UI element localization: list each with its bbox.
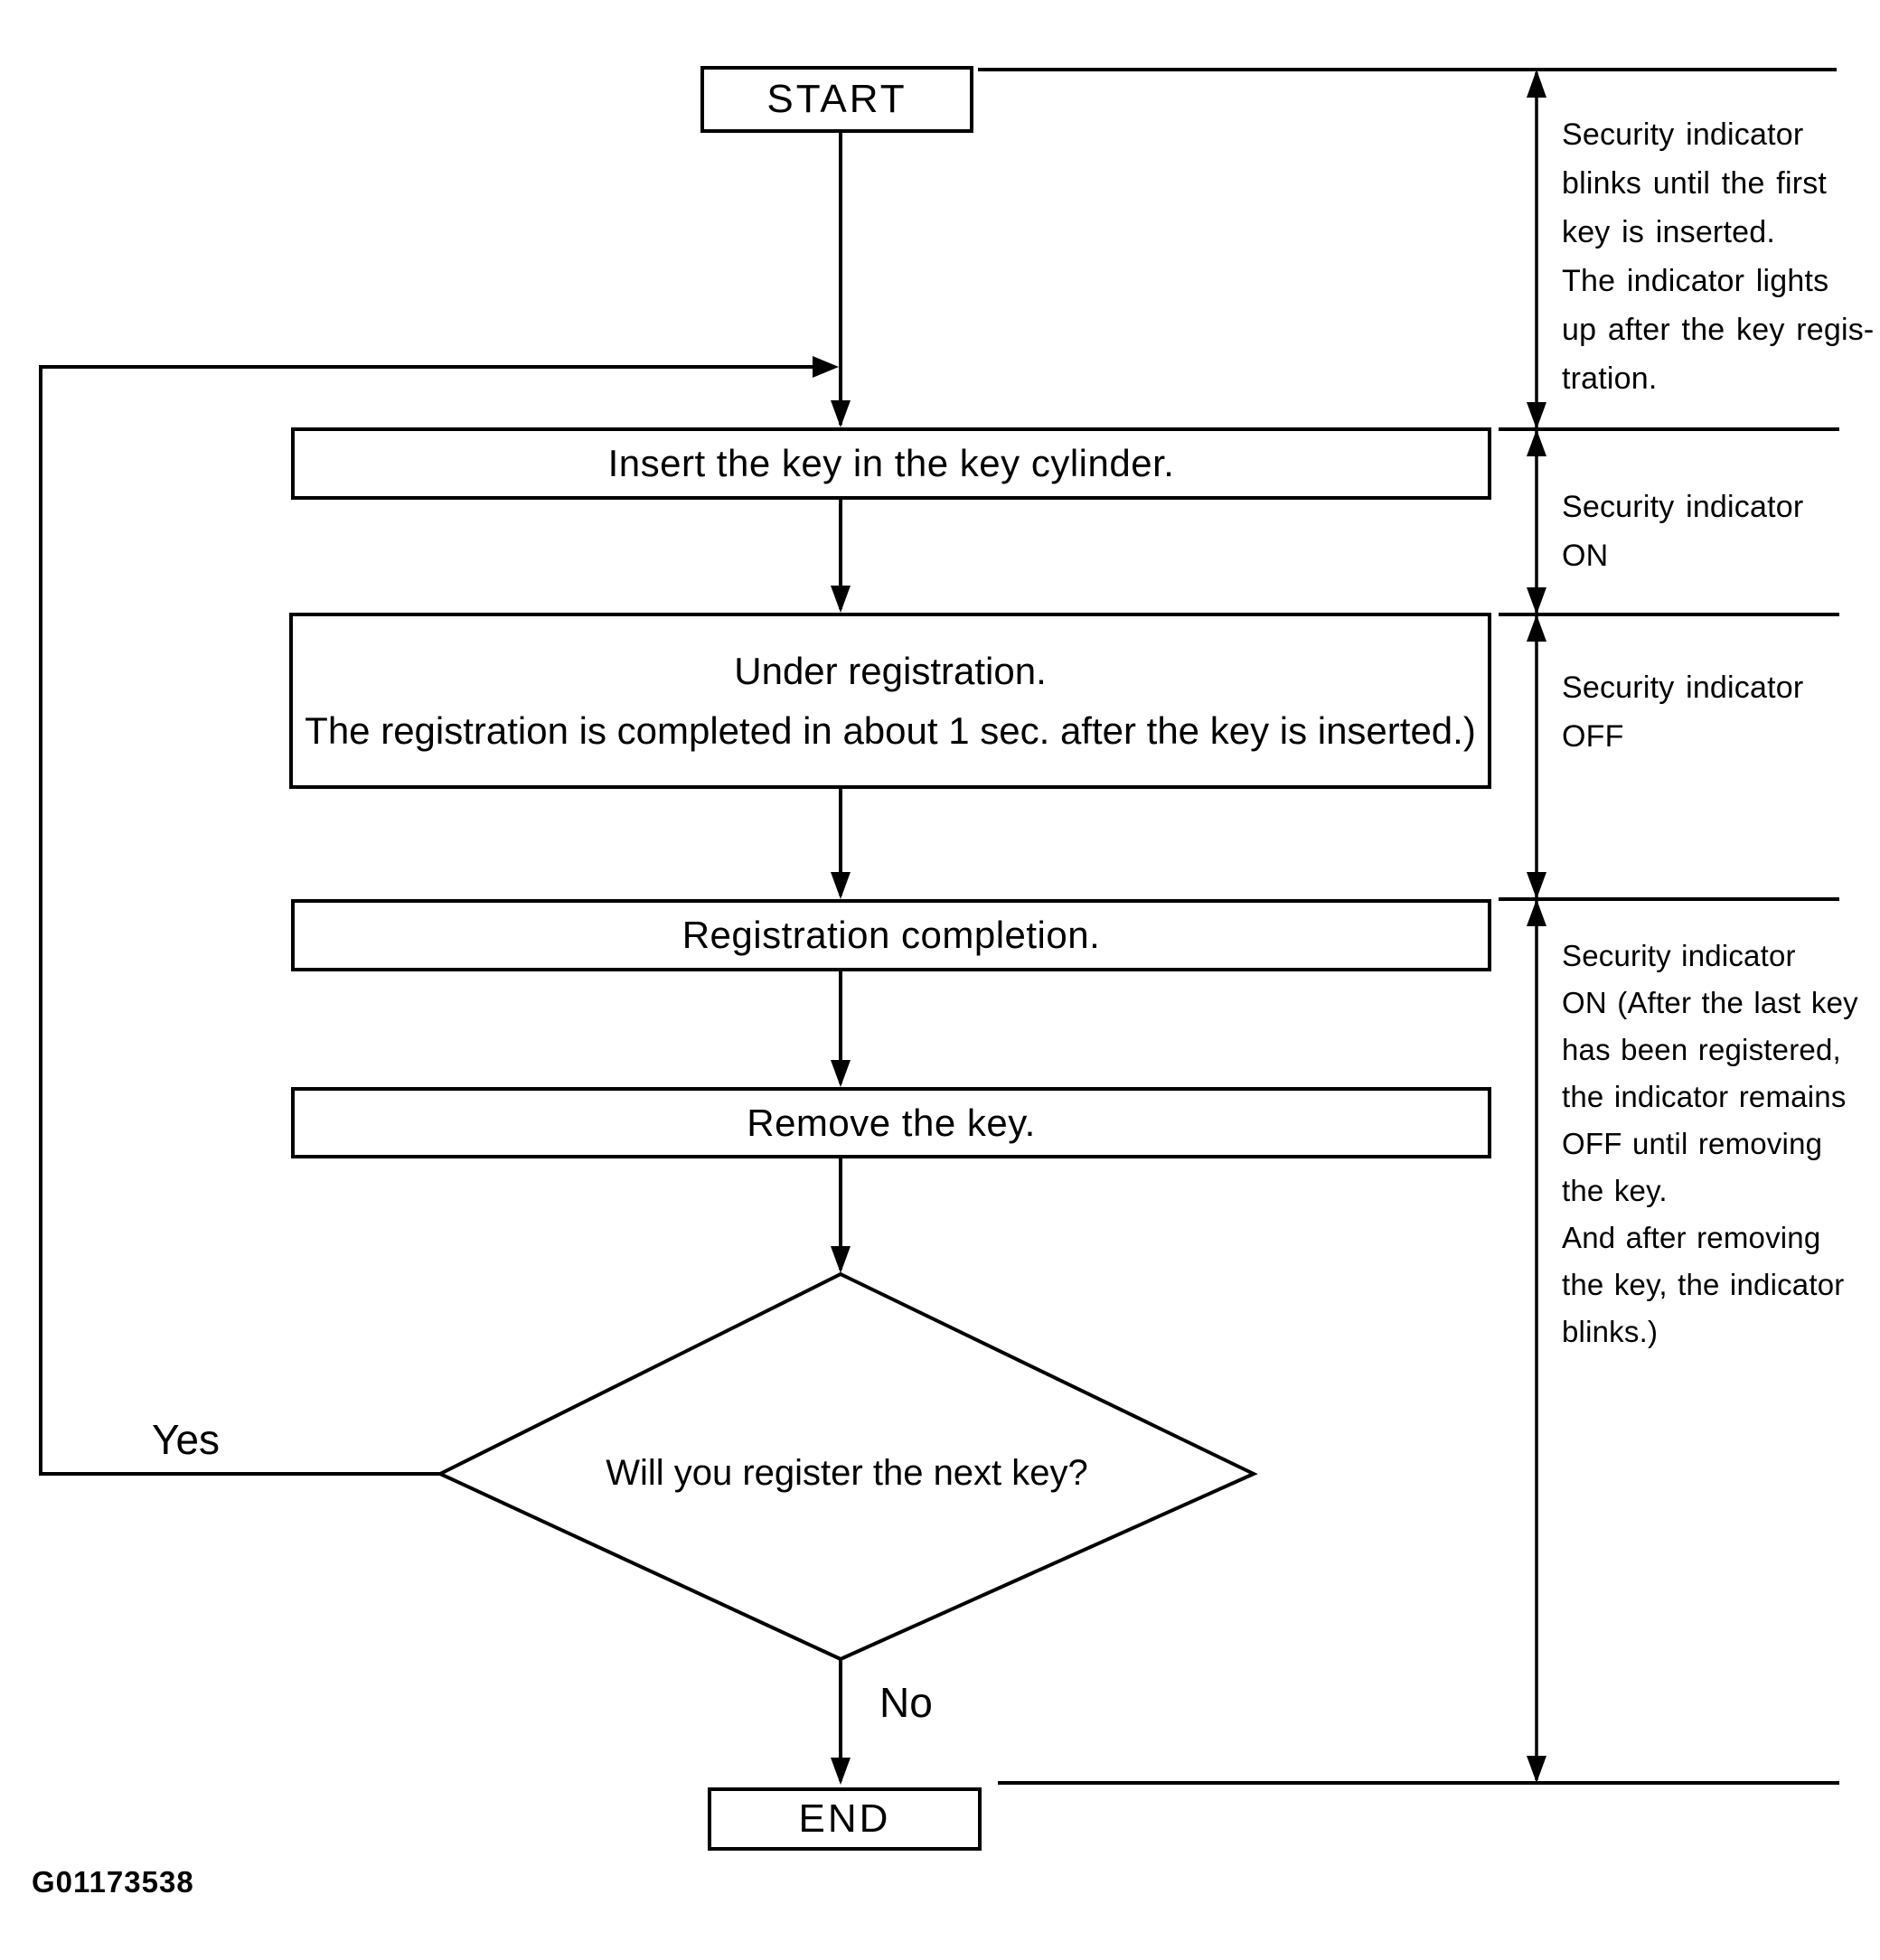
end-label: END — [798, 1796, 891, 1841]
start-label: START — [766, 77, 907, 121]
process-box-remove-key: Remove the key. — [291, 1087, 1491, 1158]
process-label-under-registration-line2: The registration is completed in about 1… — [305, 708, 1476, 752]
no-branch-label: No — [879, 1679, 933, 1726]
annotation-indicator-blinks-until-first-key: Security indicator blinks until the firs… — [1562, 117, 1875, 396]
flow-arrow-completion-to-remove — [831, 971, 851, 1087]
flow-arrow-remove-to-decision — [831, 1158, 851, 1273]
flow-arrow-under-to-completion — [831, 789, 851, 899]
process-box-insert-key: Insert the key in the key cylinder. — [291, 427, 1491, 500]
annotation-indicator-on: Security indicator ON — [1562, 490, 1804, 573]
flow-arrow-insert-to-under — [831, 500, 851, 613]
figure-id-label: G01173538 — [32, 1865, 194, 1899]
flow-arrow-start-to-insert — [831, 133, 851, 427]
process-box-registration-completion: Registration completion. — [291, 899, 1491, 971]
start-node: START — [700, 66, 973, 133]
process-label-under-registration-line1: Under registration. — [734, 649, 1047, 692]
process-label-remove-key: Remove the key. — [747, 1101, 1036, 1144]
dimension-vertical-arrow — [1527, 70, 1546, 1783]
decision-label: Will you register the next key? — [606, 1453, 1088, 1493]
annotation-indicator-off: Security indicator OFF — [1562, 671, 1804, 754]
flow-arrow-no-to-end — [831, 1659, 851, 1785]
annotation-indicator-on-after-last-key: Security indicator ON (After the last ke… — [1562, 939, 1858, 1348]
loop-arrow-yes-branch — [39, 356, 839, 1476]
end-node: END — [708, 1787, 982, 1851]
process-box-under-registration: Under registration. The registration is … — [289, 613, 1491, 789]
decision-diamond — [436, 1271, 1258, 1662]
yes-branch-label: Yes — [152, 1416, 221, 1463]
process-label-insert-key: Insert the key in the key cylinder. — [607, 442, 1175, 484]
dimension-boundary-lines — [978, 68, 1839, 1785]
process-label-registration-completion: Registration completion. — [682, 914, 1101, 956]
